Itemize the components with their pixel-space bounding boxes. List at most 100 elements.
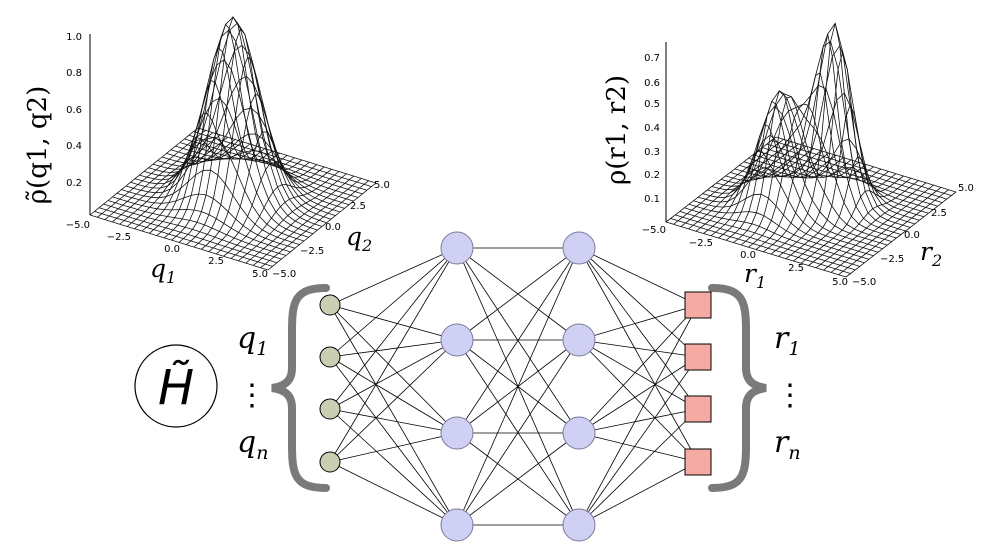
hamiltonian-badge: H̃ xyxy=(134,344,218,428)
right-xtick-2: −2.5 xyxy=(689,238,713,249)
surface-gridline xyxy=(126,139,236,227)
left-y-axis-label: q2 xyxy=(346,222,372,255)
connection-line xyxy=(456,339,580,526)
output-first-label: r1 xyxy=(774,321,800,360)
surface-gridline xyxy=(119,136,228,225)
surface-gridline xyxy=(703,148,814,234)
input-node-3 xyxy=(319,398,341,420)
right-ytick-5: −5.0 xyxy=(852,277,876,288)
surface-gridline xyxy=(695,145,807,232)
surface-gridline xyxy=(156,79,266,236)
surface-gridline xyxy=(800,177,912,264)
connection-line xyxy=(329,247,458,410)
output-node-2 xyxy=(684,343,712,371)
connection-line xyxy=(329,247,458,358)
right-ztick-7: 0.1 xyxy=(644,194,660,205)
network-connections xyxy=(329,247,699,526)
hidden-node-l2-4 xyxy=(562,508,596,542)
right-ytick-1: 5.0 xyxy=(958,183,974,194)
left-ztick-4: 0.4 xyxy=(66,141,82,152)
connection-line xyxy=(578,339,699,358)
surface-gridline xyxy=(733,90,844,243)
output-node-4 xyxy=(684,448,712,476)
left-ytick-3: 0.0 xyxy=(325,222,341,233)
hidden-node-l1-3 xyxy=(440,416,474,450)
input-node-2 xyxy=(319,346,341,368)
surface-gridline xyxy=(152,44,332,220)
connection-line xyxy=(329,339,458,410)
surface-gridline xyxy=(755,72,867,250)
left-ytick-1: 5.0 xyxy=(374,180,390,191)
surface-gridline xyxy=(830,187,942,273)
hidden-node-l1-4 xyxy=(440,508,474,542)
surface-gridline xyxy=(178,16,288,243)
connection-line xyxy=(329,304,458,526)
output-node-1 xyxy=(684,291,712,319)
surface-gridline xyxy=(785,103,897,260)
surface-gridline xyxy=(215,161,325,255)
right-ytick-4: −2.5 xyxy=(880,254,904,265)
hidden-node-l1-1 xyxy=(440,231,474,265)
right-xtick-1: −5.0 xyxy=(642,225,666,236)
surface-gridline xyxy=(260,180,369,269)
right-ztick-5: 0.3 xyxy=(644,147,660,158)
connection-line xyxy=(329,339,458,463)
connection-line xyxy=(329,408,458,526)
surface-gridline xyxy=(838,189,949,276)
surface-gridline xyxy=(230,171,340,259)
left-xtick-5: 5.0 xyxy=(252,269,268,280)
right-brace xyxy=(708,284,767,492)
right-ztick-3: 0.5 xyxy=(644,99,660,110)
right-ytick-3: 0.0 xyxy=(904,230,920,241)
surface-gridline xyxy=(97,129,206,218)
connection-line xyxy=(456,247,580,341)
right-ztick-6: 0.2 xyxy=(644,170,660,181)
hidden-node-l2-3 xyxy=(562,416,596,450)
left-xtick-2: −2.5 xyxy=(107,232,131,243)
input-node-1 xyxy=(319,294,341,316)
surface-gridline xyxy=(680,141,792,227)
connection-line xyxy=(329,356,458,526)
connection-line xyxy=(578,339,699,410)
hidden-node-l2-1 xyxy=(562,231,596,265)
right-ztick-2: 0.6 xyxy=(644,78,660,89)
surface-gridline xyxy=(710,150,822,237)
input-first-label: q1 xyxy=(237,321,268,360)
input-labels: q1 ⋮ qn xyxy=(237,321,268,464)
connection-line xyxy=(578,247,699,410)
output-node-3 xyxy=(684,395,712,423)
surface-gridline xyxy=(697,166,879,253)
surface-gridline xyxy=(740,96,852,246)
left-ytick-2: 2.5 xyxy=(350,201,366,212)
connection-line xyxy=(456,247,580,434)
left-xtick-4: 2.5 xyxy=(208,256,224,267)
right-x-axis-label: r1 xyxy=(744,259,766,292)
hamiltonian-circle xyxy=(134,344,218,428)
connection-line xyxy=(578,247,699,306)
input-node-4 xyxy=(319,451,341,473)
input-dots: ⋮ xyxy=(237,378,267,413)
surface-gridline xyxy=(718,124,829,239)
connection-line xyxy=(329,339,458,358)
right-ztick-1: 0.7 xyxy=(644,53,660,64)
connection-line xyxy=(578,304,699,341)
surface-gridline xyxy=(208,131,317,252)
surface-gridline xyxy=(252,178,362,266)
surface-gridline xyxy=(149,112,258,234)
surface-gridline xyxy=(201,93,310,250)
left-ytick-5: −5.0 xyxy=(272,269,296,280)
surface-gridline xyxy=(112,196,291,253)
connection-line xyxy=(329,461,458,526)
output-labels: r1 ⋮ rn xyxy=(774,321,805,464)
surface-gridline xyxy=(245,175,355,264)
left-ztick-5: 0.2 xyxy=(66,178,82,189)
connection-line xyxy=(329,247,458,463)
left-xtick-1: −5.0 xyxy=(66,220,90,231)
left-surface-plot: 1.0 0.8 0.6 0.4 0.2 −5.0 −2.5 0.0 2.5 5.… xyxy=(23,16,390,287)
surface-gridline xyxy=(763,32,874,253)
left-brace xyxy=(271,284,330,492)
input-last-label: qn xyxy=(237,425,268,464)
surface-gridline xyxy=(673,138,784,225)
surface-gridline xyxy=(845,191,957,278)
